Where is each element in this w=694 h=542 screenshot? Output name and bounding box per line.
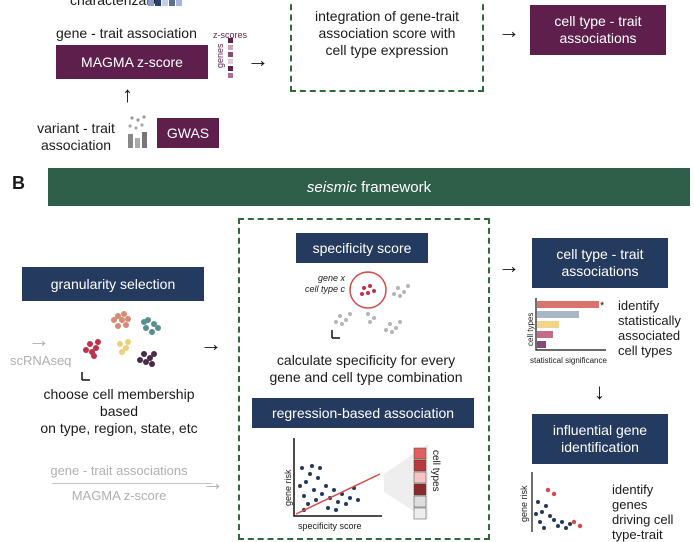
integration-line2: association score with [318,25,456,41]
gene-trait-association-label: gene - trait association [56,25,197,41]
arrow-right-gray-icon: → [202,470,224,495]
variant-trait-label: variant - trait association [28,120,124,154]
granularity-selection-box: granularity selection [22,267,204,301]
influential-gene-box: influential gene identification [532,414,668,464]
variant-trait-line1: variant - trait [37,120,115,136]
significance-bar-chart [535,298,606,351]
framework-italic: seismic [306,178,357,196]
integration-line3: cell type expression [325,42,449,58]
celltype-trait-b-line1: cell type - trait [556,246,644,262]
magma-gray-label: MAGMA z-score [71,488,167,503]
cell-type-c-label: cell type c [305,284,346,294]
integration-text: integration of gene-trait association sc… [293,8,481,59]
gwas-box: GWAS [157,118,219,148]
magma-zscore-box-label: MAGMA z-score [81,53,183,70]
granularity-selection-label: granularity selection [50,275,176,292]
magma-zscore-box: MAGMA z-score [56,45,208,79]
calculate-specificity-text: calculate specificity for every gene and… [248,352,484,386]
influential-gene-scatter [531,472,583,532]
arrow-right-icon: → [498,253,520,278]
regression-association-box: regression-based association [252,398,474,428]
specificity-score-box: specificity score [296,233,428,263]
variant-trait-line2: association [40,137,112,153]
scrnaseq-label: scRNAseq [10,353,72,368]
gwas-manhattan-icon [128,115,147,148]
influential-line1: influential gene [552,422,648,438]
cell-type-coefficient-column [413,447,427,520]
choose-line2: on type, region, state, etc [40,420,198,436]
gene-trait-assoc-gray-label: gene - trait associations [50,463,188,478]
celltype-trait-a-line1: cell type - trait [554,13,642,29]
identify-genes-line1: identify [612,482,654,497]
calc-line1: calculate specificity for every [276,352,456,368]
cell-types-vertical-label: cell types [430,450,441,492]
gene-risk-axis-label-2: gene risk [519,485,529,522]
calc-line2: gene and cell type combination [269,369,463,385]
cell-clusters-umap [81,311,161,381]
zscore-column-icon [228,38,233,78]
gray-connector-line [52,483,212,484]
celltype-trait-a-line2: associations [559,30,637,46]
identify-line2: statistically [618,313,681,328]
panel-b-letter: B [12,173,25,193]
identify-celltypes-text: identify statistically associated cell t… [618,298,681,358]
celltype-trait-box-a: cell type - trait associations [530,5,666,55]
regression-association-label: regression-based association [271,404,455,421]
identify-genes-line2: genes [612,497,648,512]
arrow-right-icon: → [200,331,222,356]
gene-risk-axis-label: gene risk [283,469,293,506]
celltype-trait-box-b: cell type - trait associations [532,238,668,288]
arrow-down-icon: ↓ [594,379,605,404]
arrow-right-gray-icon: → [28,327,50,352]
identify-line4: cell types [618,343,673,358]
genes-label: genes [215,43,225,68]
arrow-right-icon: → [498,18,520,43]
identify-line3: associated [618,328,681,343]
arrow-up-icon: ↑ [122,82,133,107]
identify-line1: identify [618,298,660,313]
framework-rest: framework [356,178,432,196]
influential-line2: identification [561,439,639,455]
stat-sig-axis: statistical significance [530,356,607,365]
choose-membership-text: choose cell membership based on type, re… [28,386,210,437]
identify-genes-line4: type-trait [612,527,663,542]
regression-scatter-plot [293,438,382,517]
zscores-label: z-scores [213,30,248,40]
identify-genes-text: identify genes driving cell type-trait [612,482,673,542]
gene-x-label: gene x [318,273,346,283]
arrow-right-icon: → [247,47,269,72]
specificity-score-label: specificity score [312,239,412,256]
integration-line1: integration of gene-trait [315,8,459,24]
specificity-score-axis-label: specificity score [298,521,362,531]
choose-line1: choose cell membership based [43,386,195,419]
significance-star: * [600,300,605,312]
gwas-box-label: GWAS [166,124,210,141]
integration-dashed-box [290,0,484,92]
seismic-framework-band: seismic framework [48,168,690,206]
identify-genes-line3: driving cell [612,512,674,527]
heatmap-fragment [148,0,182,6]
specificity-cluster-plot [331,271,410,339]
characterization-label-cut: characterization [70,0,169,8]
celltype-trait-b-line2: associations [561,263,639,279]
bar-cell-types-axis: cell types [526,312,535,346]
